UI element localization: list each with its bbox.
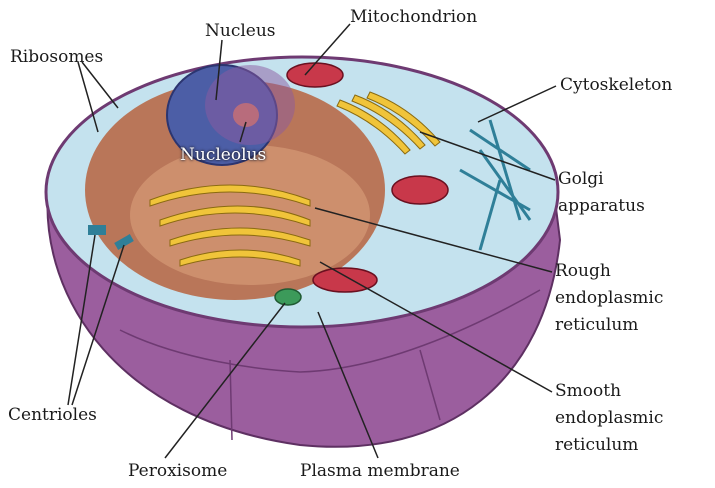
label-cytoskeleton: Cytoskeleton: [560, 75, 673, 95]
label-line: endoplasmic: [555, 288, 664, 308]
label-line: reticulum: [555, 315, 639, 335]
label-ribosomes: Ribosomes: [10, 47, 104, 67]
label-mitochondrion: Mitochondrion: [350, 7, 478, 27]
nucleolus-shape: [233, 103, 259, 127]
label-line: Rough: [555, 261, 611, 281]
centriole-shape: [88, 225, 106, 235]
mitochondria-shapes: [286, 62, 449, 293]
label-line: apparatus: [558, 196, 645, 216]
label-peroxisome: Peroxisome: [128, 461, 228, 481]
label-line: Smooth: [555, 381, 622, 401]
label-nucleus: Nucleus: [205, 21, 276, 41]
label-line: endoplasmic: [555, 408, 664, 428]
label-centrioles: Centrioles: [8, 405, 97, 425]
peroxisome-shape: [274, 288, 302, 306]
label-smooth-er: Smooth endoplasmic reticulum: [555, 378, 663, 459]
cytoskeleton-shape: [459, 119, 532, 251]
label-line: Golgi: [558, 169, 604, 189]
leader-lines: [67, 23, 557, 459]
label-rough-er: Rough endoplasmic reticulum: [555, 258, 663, 339]
label-plasma-membrane: Plasma membrane: [300, 461, 460, 481]
label-golgi-apparatus: Golgi apparatus: [558, 166, 645, 220]
label-nucleolus: Nucleolus: [180, 145, 267, 165]
label-line: reticulum: [555, 435, 639, 455]
